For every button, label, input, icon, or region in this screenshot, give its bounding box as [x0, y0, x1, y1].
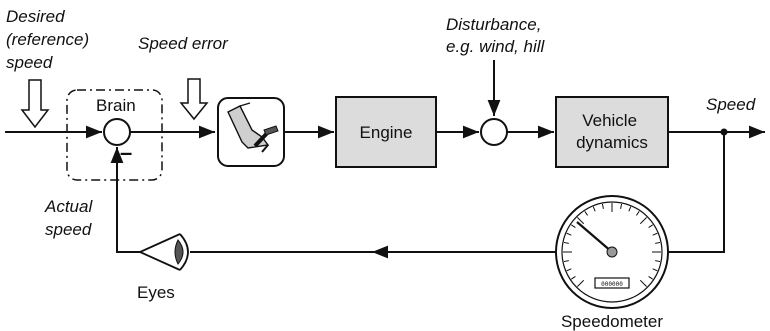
speedometer-tick — [570, 224, 576, 228]
speedometer-tick — [655, 241, 661, 244]
speedometer-tick — [655, 260, 661, 263]
speedometer-tick — [620, 203, 623, 209]
vehicle-dynamics-label: Vehicle dynamics — [576, 111, 648, 152]
foot-on-pedal-icon — [227, 102, 279, 153]
feedback-line-right — [668, 132, 725, 253]
engine-box — [335, 96, 437, 168]
vehicle-dynamics-line-1: Vehicle — [582, 111, 637, 130]
reference-hollow-arrow — [20, 79, 50, 129]
odometer-digits: 000000 — [601, 281, 623, 288]
feedback-line-left — [110, 147, 140, 253]
vehicle-dynamics-box — [555, 96, 669, 168]
engine-label: Engine — [360, 123, 413, 142]
actual-speed-line-2: speed — [45, 220, 92, 239]
speedometer-tick — [648, 224, 654, 228]
speed-error-hollow-arrow — [179, 78, 209, 121]
speedometer-gauge-icon: 000000 — [555, 195, 669, 309]
actual-speed-label: Actual speed — [44, 197, 97, 239]
speedometer-tick — [652, 268, 658, 272]
speedometer-tick — [636, 210, 640, 216]
disturbance-label: Disturbance, e.g. wind, hill — [446, 15, 546, 56]
speedometer-tick — [584, 210, 588, 216]
disturbance-line-1: Disturbance, — [446, 15, 541, 34]
eyes-label: Eyes — [137, 283, 175, 302]
speedometer-tick — [628, 206, 632, 212]
speedometer-tick — [592, 206, 596, 212]
disturbance-junction — [480, 118, 508, 146]
vehicle-dynamics-line-2: dynamics — [576, 133, 648, 152]
speedometer-tick — [601, 203, 604, 209]
speedometer-tick — [576, 279, 585, 288]
speedometer-tick — [648, 276, 654, 280]
brain-label: Brain — [96, 96, 136, 115]
disturbance-line-2: e.g. wind, hill — [446, 37, 545, 56]
speedometer-tick — [563, 260, 569, 263]
speedometer-tick — [563, 241, 569, 244]
speed-output-label: Speed — [706, 95, 756, 114]
actual-speed-line-1: Actual — [44, 197, 93, 216]
speedometer-tick — [576, 216, 585, 225]
desired-speed-line-1: Desired — [6, 7, 65, 26]
desired-speed-line-3: speed — [6, 53, 53, 72]
brain-box — [66, 89, 163, 181]
speedometer-tick — [639, 279, 648, 288]
desired-speed-line-2: (reference) — [6, 30, 89, 49]
speedometer-tick — [639, 216, 648, 225]
speedometer-tick — [566, 268, 572, 272]
eye-icon — [137, 233, 189, 271]
speedometer-tick — [566, 232, 572, 236]
desired-speed-label: Desired (reference) speed — [6, 7, 94, 72]
speed-error-label: Speed error — [138, 34, 229, 53]
speedometer-tick — [652, 232, 658, 236]
minus-sign: – — [120, 140, 132, 165]
speedometer-tick — [570, 276, 576, 280]
speedometer-label: Speedometer — [561, 312, 663, 331]
